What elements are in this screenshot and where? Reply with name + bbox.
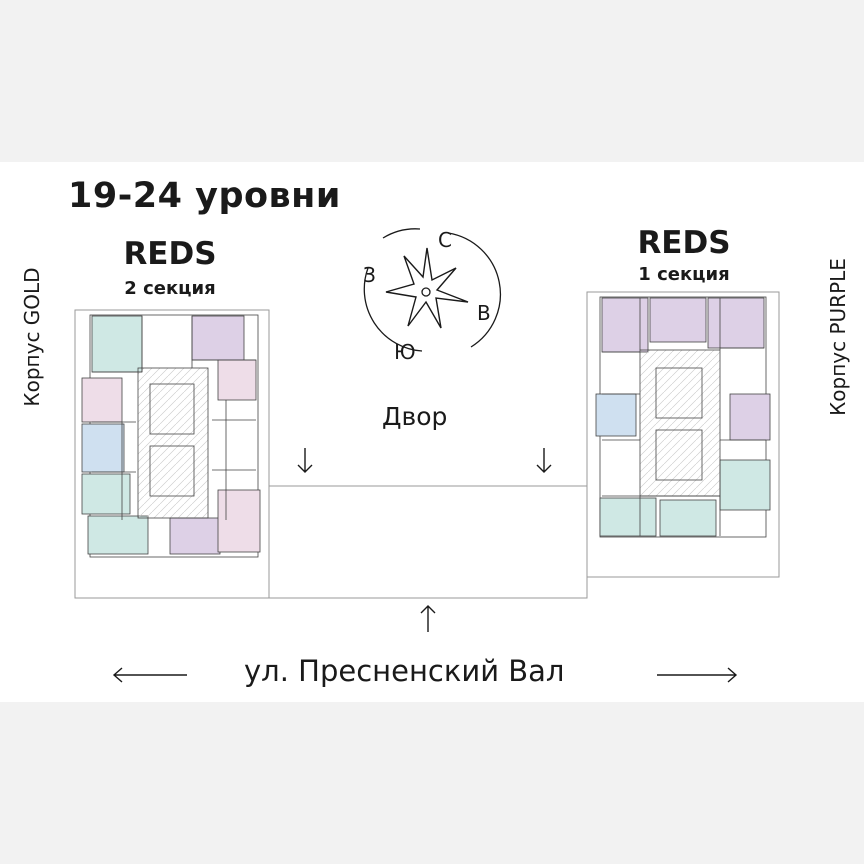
compass-north-label: С [438,228,452,252]
street-label: ул. Пресненский Вал [244,654,565,688]
right-section-subtitle: 1 секция [638,264,730,285]
compass-rose-icon [363,228,502,352]
entrance-arrow-icons [297,448,552,632]
right-floor-plan [595,296,771,538]
compass-south-label: Ю [394,340,416,364]
site-outline [74,291,780,599]
compass-west-label: З [363,263,376,287]
compass-east-label: В [477,301,491,325]
street-direction-arrow-icons [112,667,738,683]
page-title: 19-24 уровни [68,176,341,216]
right-section-name: REDS [637,225,731,261]
left-section-subtitle: 2 секция [124,278,216,299]
left-section-name: REDS [123,236,217,272]
left-floor-plan [81,314,261,558]
yard-label: Двор [382,402,448,431]
